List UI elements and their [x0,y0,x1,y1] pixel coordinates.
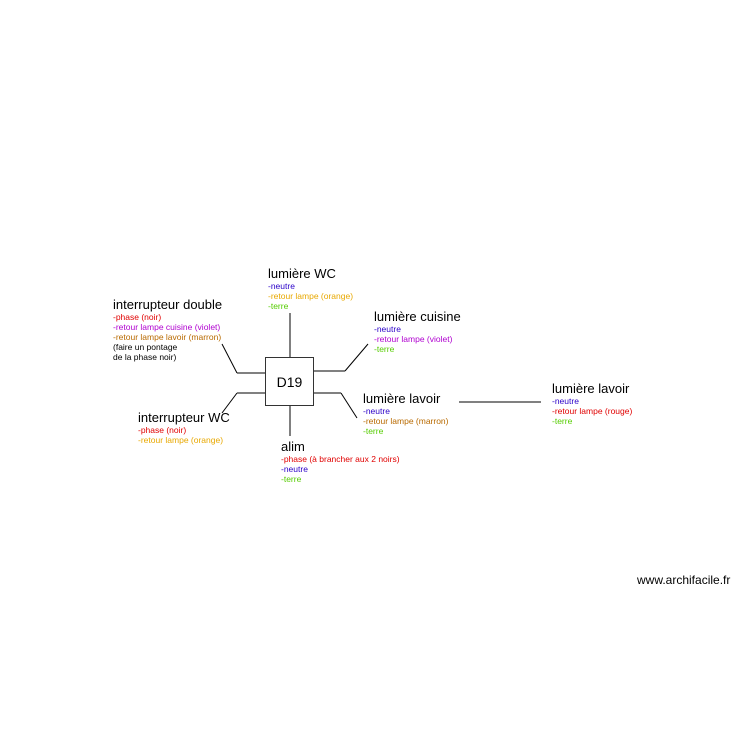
group-line: (faire un pontage [113,342,178,352]
group-line: -retour lampe (rouge) [552,406,633,416]
label-interrupteur-wc: interrupteur WC -phase (noir) -retour la… [138,410,230,445]
junction-box-d19: D19 [265,357,314,406]
group-line: -phase (à brancher aux 2 noirs) [281,454,400,464]
label-lumiere-wc: lumière WC -neutre -retour lampe (orange… [268,266,353,311]
group-title: interrupteur WC [138,410,230,425]
group-title: alim [281,439,305,454]
group-line: -retour lampe (orange) [138,435,224,445]
group-line: -neutre [363,406,390,416]
watermark-url: www.archifacile.fr [637,573,731,587]
group-line: -phase (noir) [113,312,162,322]
label-lumiere-cuisine: lumière cuisine -neutre -retour lampe (v… [374,309,461,354]
group-line: -neutre [281,464,308,474]
group-line: -neutre [268,281,295,291]
group-title: lumière lavoir [552,381,630,396]
group-line: -terre [268,301,289,311]
group-line: -terre [552,416,573,426]
group-line: -terre [374,344,395,354]
group-line: -terre [281,474,302,484]
group-line: -neutre [552,396,579,406]
label-interrupteur-double: interrupteur double -phase (noir) -retou… [113,297,222,362]
group-line: -phase (noir) [138,425,187,435]
group-title: interrupteur double [113,297,223,312]
group-title: lumière cuisine [374,309,461,324]
group-line: -retour lampe (orange) [268,291,354,301]
label-alim: alim -phase (à brancher aux 2 noirs) -ne… [281,439,400,484]
group-line: -retour lampe lavoir (marron) [113,332,222,342]
group-line: -neutre [374,324,401,334]
junction-box-label: D19 [276,373,303,390]
group-line: -retour lampe (violet) [374,334,453,344]
wire-interrupteur-double-diag [221,343,238,374]
group-line: -terre [363,426,384,436]
label-lumiere-lavoir-2: lumière lavoir -neutre -retour lampe (ro… [552,381,632,426]
group-line: -retour lampe (marron) [363,416,449,426]
wire-lumiere-lavoir-diag [340,392,358,419]
group-line: -retour lampe cuisine (violet) [113,322,221,332]
group-line: de la phase noir) [113,352,177,362]
group-title: lumière lavoir [363,391,441,406]
wire-lumiere-cuisine-diag [344,343,369,372]
group-title: lumière WC [268,266,336,281]
label-lumiere-lavoir: lumière lavoir -neutre -retour lampe (ma… [363,391,449,436]
wire-interrupteur-wc-diag [221,392,238,414]
